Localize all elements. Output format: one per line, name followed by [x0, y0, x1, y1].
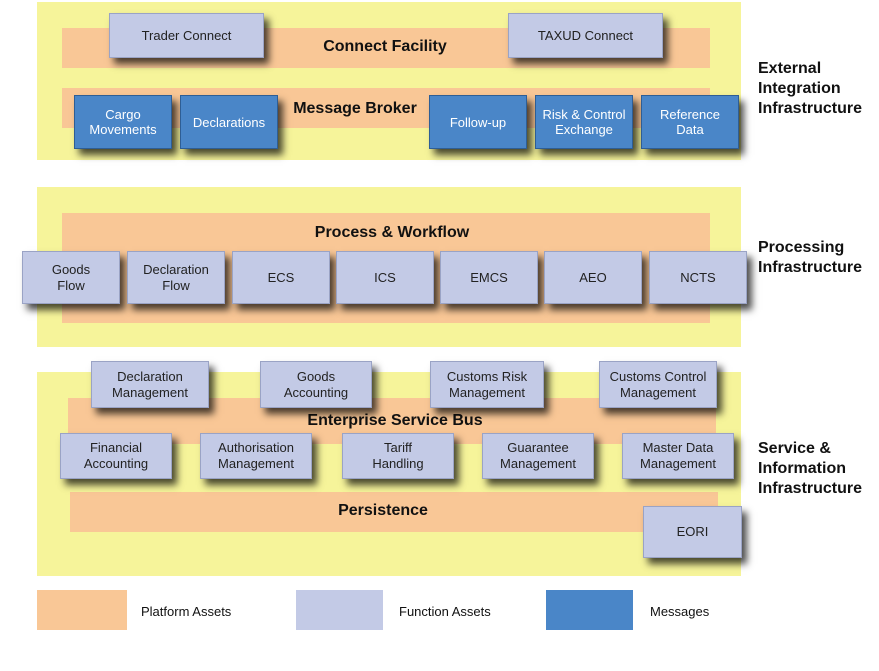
goods-flow-box: Goods Flow [22, 251, 120, 304]
authorisation-management-box: Authorisation Management [200, 433, 312, 479]
declaration-management-box: Declaration Management [91, 361, 209, 408]
eori-box: EORI [643, 506, 742, 558]
financial-accounting-box: Financial Accounting [60, 433, 172, 479]
customs-control-management-box: Customs Control Management [599, 361, 717, 408]
declaration-flow-box: Declaration Flow [127, 251, 225, 304]
taxud-connect-box: TAXUD Connect [508, 13, 663, 58]
ecs-box: ECS [232, 251, 330, 304]
master-data-management-box: Master Data Management [622, 433, 734, 479]
follow-up-message: Follow-up [429, 95, 527, 149]
enterprise-service-bus-label: Enterprise Service Bus [307, 412, 483, 429]
goods-accounting-box: Goods Accounting [260, 361, 372, 408]
guarantee-management-box: Guarantee Management [482, 433, 594, 479]
tariff-handling-box: Tariff Handling [342, 433, 454, 479]
legend-messages-swatch [546, 590, 633, 630]
external-integration-label: External Integration Infrastructure [758, 60, 863, 117]
legend-function-swatch [296, 590, 383, 630]
legend-platform-swatch [37, 590, 127, 630]
connect-facility-label: Connect Facility [323, 38, 447, 55]
processing-label: Processing Infrastructure [758, 239, 863, 276]
trader-connect-box: Trader Connect [109, 13, 264, 58]
emcs-box: EMCS [440, 251, 538, 304]
declarations-message: Declarations [180, 95, 278, 149]
cargo-movements-message: Cargo Movements [74, 95, 172, 149]
legend-function-label: Function Assets [399, 604, 491, 619]
persistence-label: Persistence [338, 502, 428, 519]
ncts-box: NCTS [649, 251, 747, 304]
persistence-band [70, 492, 718, 532]
message-broker-label: Message Broker [293, 100, 417, 117]
legend-messages-label: Messages [650, 604, 710, 619]
aeo-box: AEO [544, 251, 642, 304]
service-information-label: Service & Information Infrastructure [758, 440, 863, 497]
ics-box: ICS [336, 251, 434, 304]
legend-platform-label: Platform Assets [141, 604, 232, 619]
risk-control-exchange-message: Risk & Control Exchange [535, 95, 633, 149]
reference-data-message: Reference Data [641, 95, 739, 149]
customs-risk-management-box: Customs Risk Management [430, 361, 544, 408]
process-workflow-label: Process & Workflow [314, 224, 470, 241]
